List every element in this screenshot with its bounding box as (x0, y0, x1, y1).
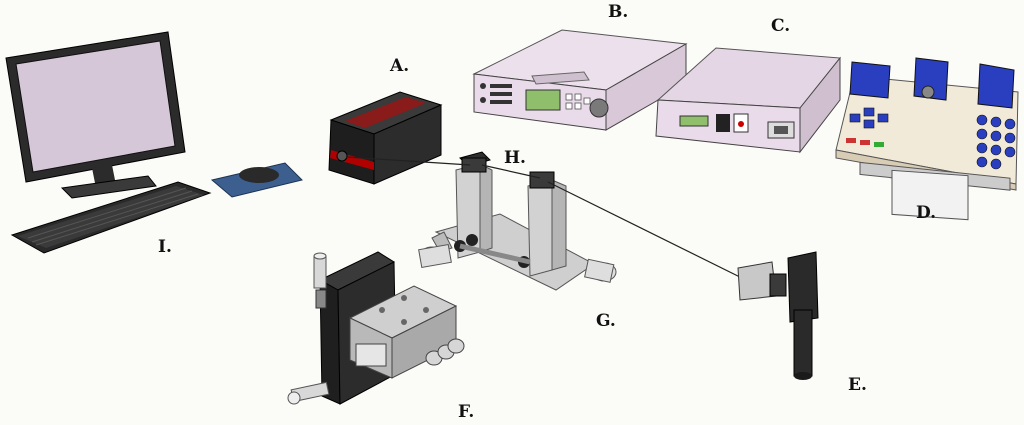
label-a: A. (390, 56, 410, 76)
computer-workstation (5, 31, 303, 254)
lcd-display (679, 115, 709, 127)
monitor (5, 31, 186, 199)
lcd-display (525, 89, 561, 111)
label-f: F. (458, 402, 475, 422)
keypad (976, 114, 1016, 170)
syringe-pump-d (835, 57, 1019, 221)
laser-source-box (328, 91, 443, 185)
mouse-pad (210, 162, 303, 198)
label-d: D. (916, 203, 937, 223)
pump-screen (891, 169, 969, 221)
label-i: I. (158, 237, 172, 257)
label-c: C. (771, 16, 791, 36)
detector-on-post-e (737, 251, 819, 380)
label-h: H. (504, 148, 526, 168)
optical-fiber (345, 156, 753, 284)
power-supply-instrument-c (655, 47, 841, 154)
label-b: B. (608, 2, 629, 22)
xyz-translation-stage-f (287, 251, 465, 405)
control-knob (589, 98, 609, 118)
keyboard (10, 181, 212, 254)
controller-instrument-b (472, 29, 688, 131)
laser-aperture (336, 150, 348, 162)
mouse (239, 167, 279, 183)
label-g: G. (596, 311, 616, 331)
optical-rail-assembly (418, 151, 617, 291)
label-e: E. (848, 375, 867, 395)
